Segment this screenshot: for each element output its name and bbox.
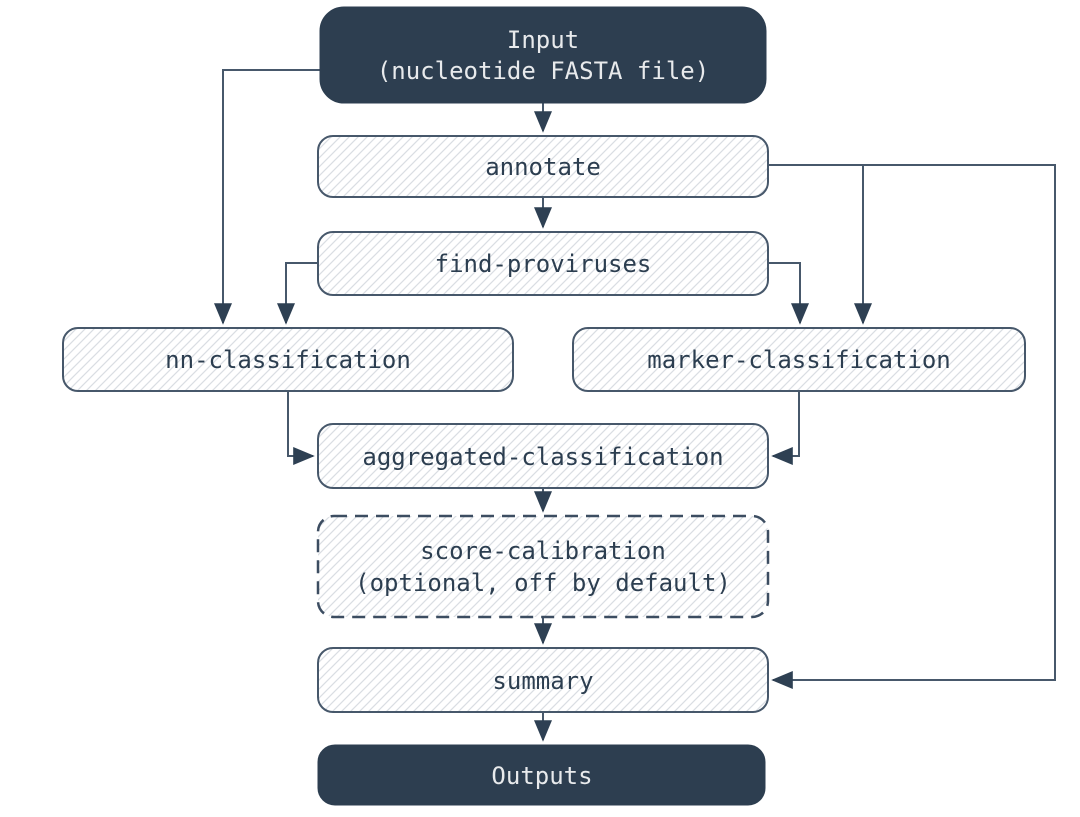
node-score-calibration: score-calibration (optional, off by defa… xyxy=(316,514,770,619)
node-input-label-line1: Input xyxy=(507,26,579,54)
node-aggregated-classification: aggregated-classification xyxy=(317,423,769,489)
node-input: Input (nucleotide FASTA file) xyxy=(319,6,767,104)
edge-find-proviruses-nn-classification xyxy=(277,262,318,325)
node-summary-label: summary xyxy=(492,667,593,695)
node-aggregated-classification-box xyxy=(317,423,769,489)
node-input-box xyxy=(319,6,767,104)
node-find-proviruses-box xyxy=(317,231,769,296)
node-score-calibration-box xyxy=(316,514,770,619)
edge-find-proviruses-marker-classification xyxy=(768,262,809,325)
edge-nn-classification-aggregated xyxy=(287,391,315,465)
node-input-label-line2: (nucleotide FASTA file) xyxy=(377,57,709,85)
node-summary-box xyxy=(317,647,769,713)
node-nn-classification-box xyxy=(62,327,514,392)
node-find-proviruses: find-proviruses xyxy=(317,231,769,296)
edge-input-nn-classification xyxy=(214,69,320,325)
node-marker-classification-box xyxy=(572,327,1026,392)
node-score-calibration-label-line2: (optional, off by default) xyxy=(355,569,731,597)
node-aggregated-classification-label: aggregated-classification xyxy=(362,443,723,471)
node-score-calibration-label-line1: score-calibration xyxy=(420,537,666,565)
node-outputs-box xyxy=(317,744,766,806)
node-nn-classification-label: nn-classification xyxy=(165,346,411,374)
node-find-proviruses-label: find-proviruses xyxy=(435,250,652,278)
node-summary: summary xyxy=(317,647,769,713)
node-outputs: Outputs xyxy=(317,744,766,806)
node-annotate: annotate xyxy=(317,135,769,198)
edges xyxy=(214,69,1056,742)
node-annotate-box xyxy=(317,135,769,198)
edge-annotate-summary xyxy=(768,164,1056,689)
node-marker-classification-label: marker-classification xyxy=(647,346,950,374)
node-marker-classification: marker-classification xyxy=(572,327,1026,392)
node-annotate-label: annotate xyxy=(485,153,601,181)
node-nn-classification: nn-classification xyxy=(62,327,514,392)
edge-marker-classification-aggregated xyxy=(771,391,800,465)
node-outputs-label: Outputs xyxy=(491,762,592,790)
